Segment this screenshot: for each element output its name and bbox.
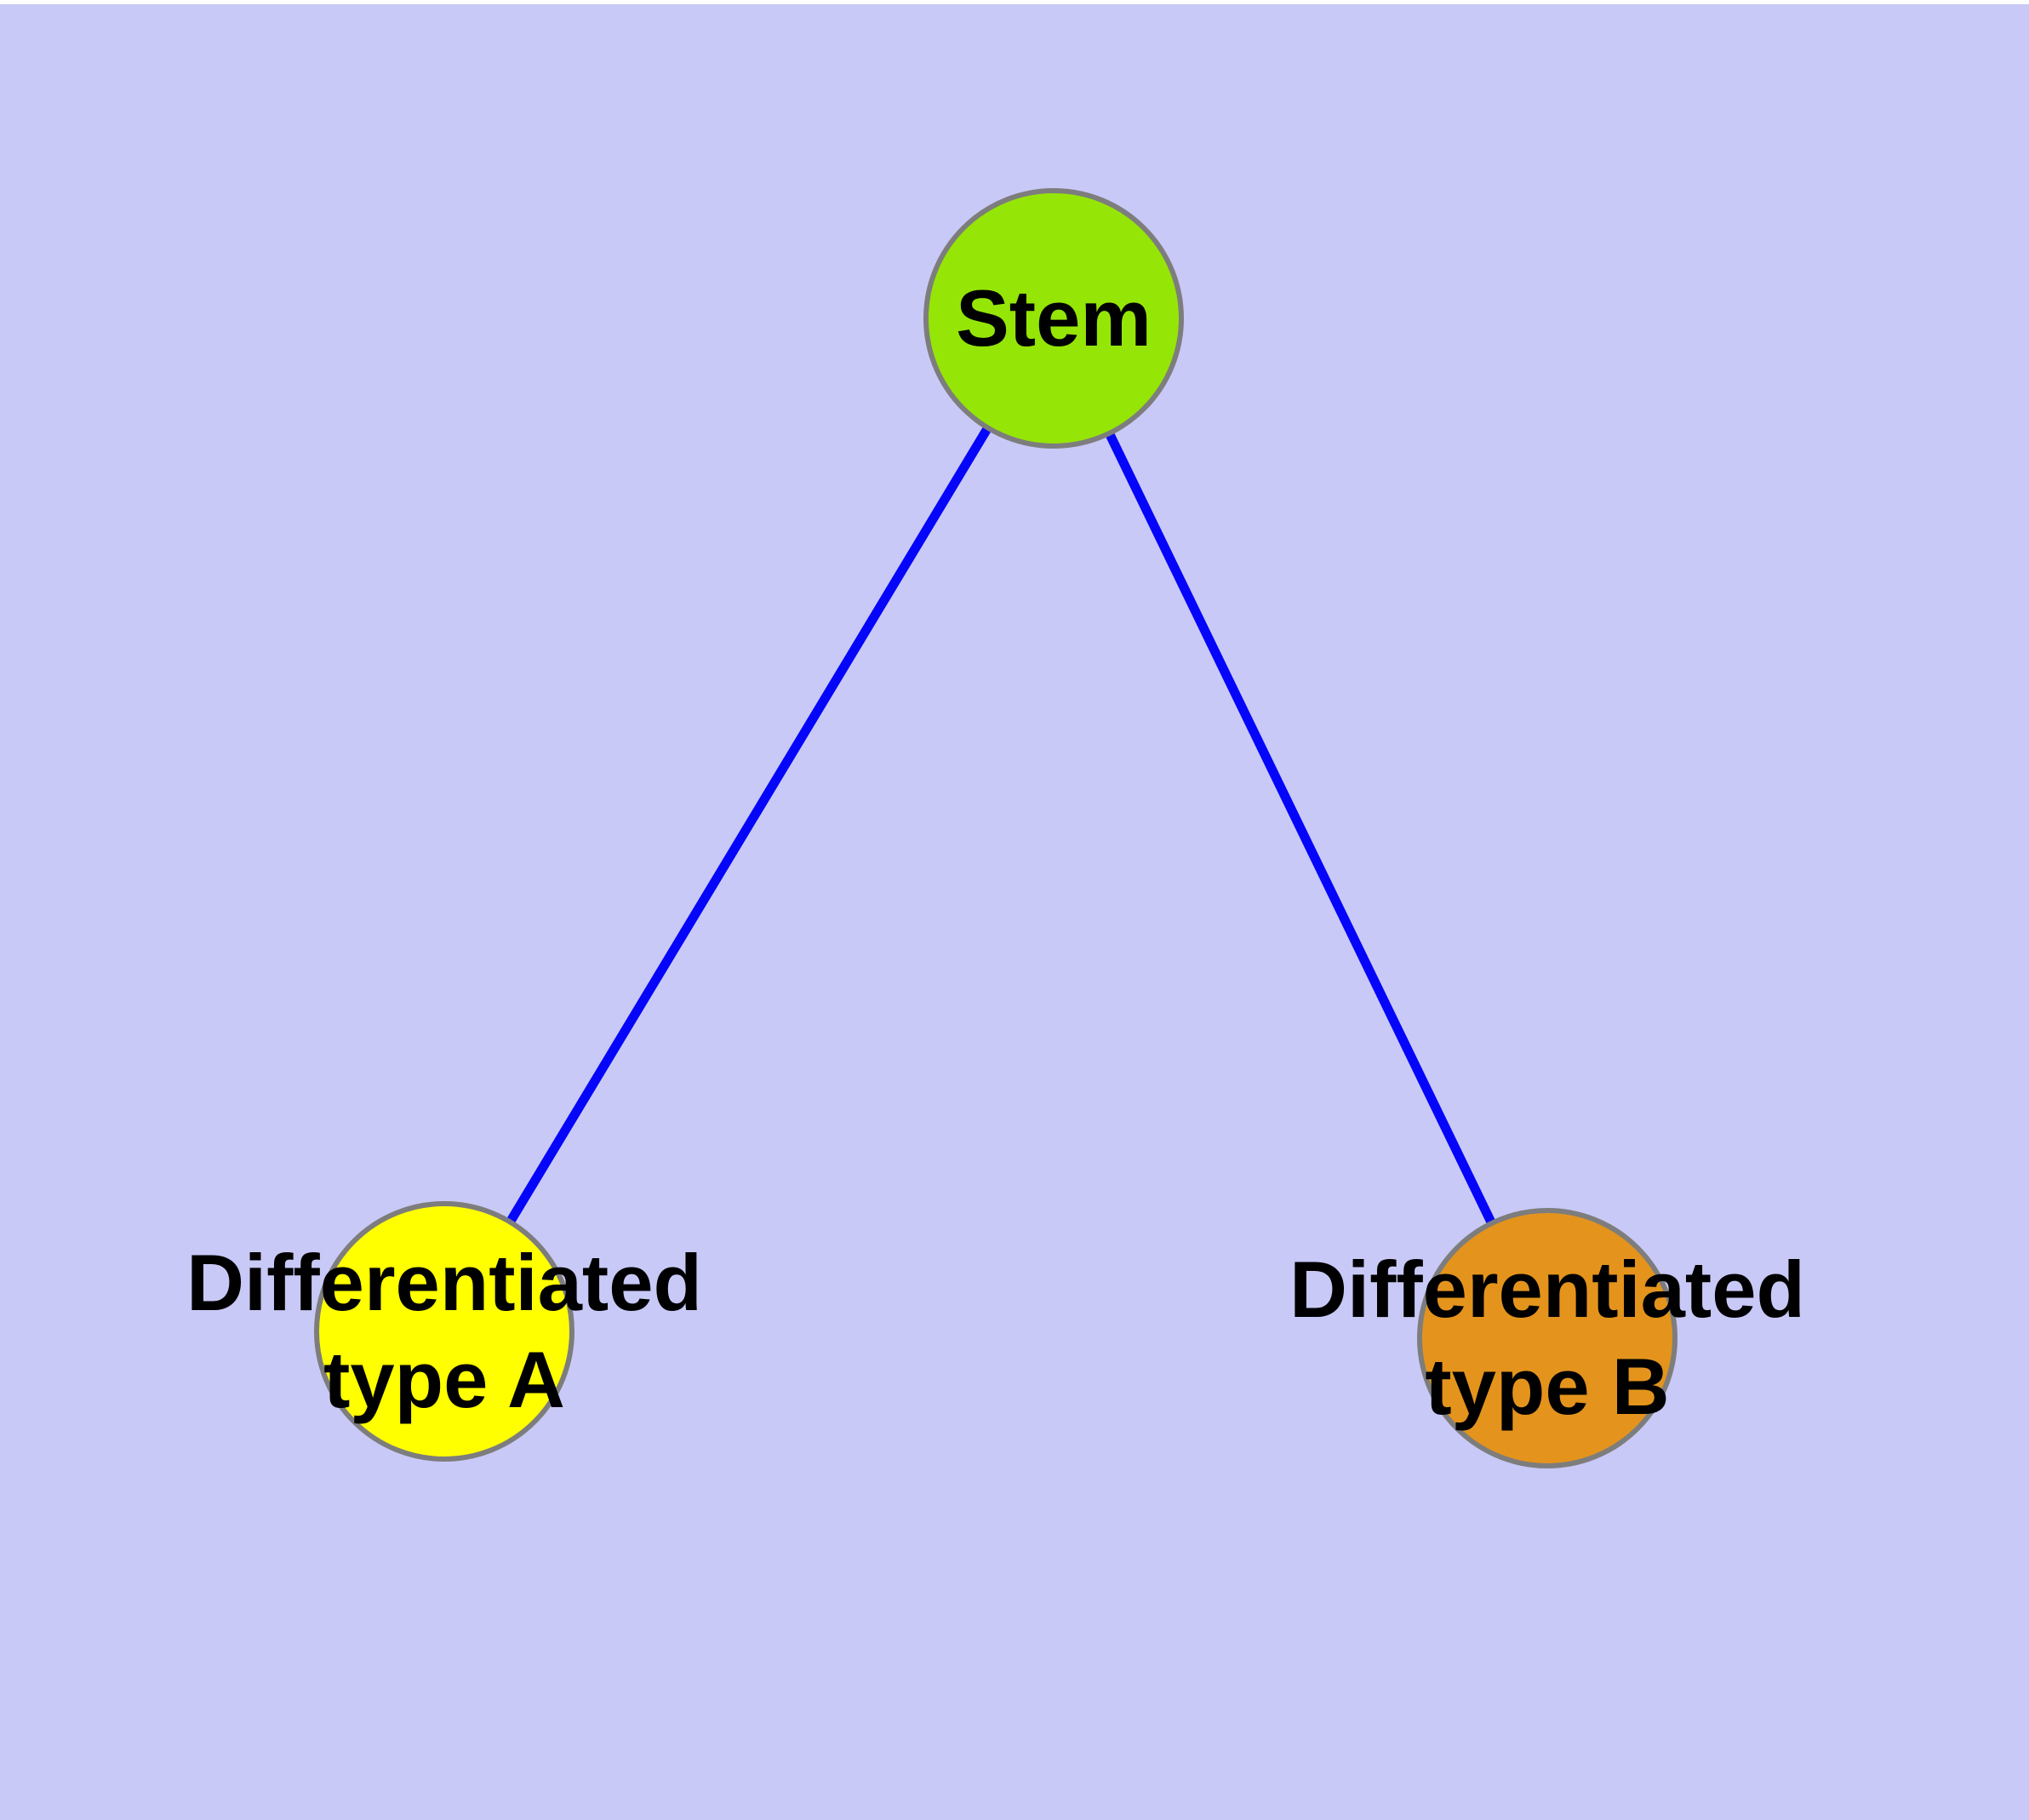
node-type-a-label-line1: Differentiated bbox=[186, 1238, 702, 1327]
node-type-b-circle bbox=[1417, 1208, 1677, 1468]
node-stem-label: Stem bbox=[956, 270, 1152, 367]
top-margin-strip bbox=[0, 0, 2029, 4]
node-type-a-label: Differentiated type A bbox=[186, 1234, 702, 1428]
node-type-a-label-line2: type A bbox=[323, 1335, 565, 1424]
node-type-b-label-line2: type B bbox=[1425, 1342, 1670, 1431]
node-type-a-circle bbox=[314, 1201, 574, 1462]
edge-stem-to-type-b bbox=[1049, 316, 1552, 1341]
node-type-b-label-line1: Differentiated bbox=[1289, 1245, 1805, 1334]
node-stem-circle bbox=[923, 188, 1184, 449]
node-type-b-label: Differentiated type B bbox=[1289, 1241, 1805, 1435]
edge-stem-to-type-a bbox=[440, 316, 1058, 1334]
node-stem-label-text: Stem bbox=[956, 273, 1152, 363]
